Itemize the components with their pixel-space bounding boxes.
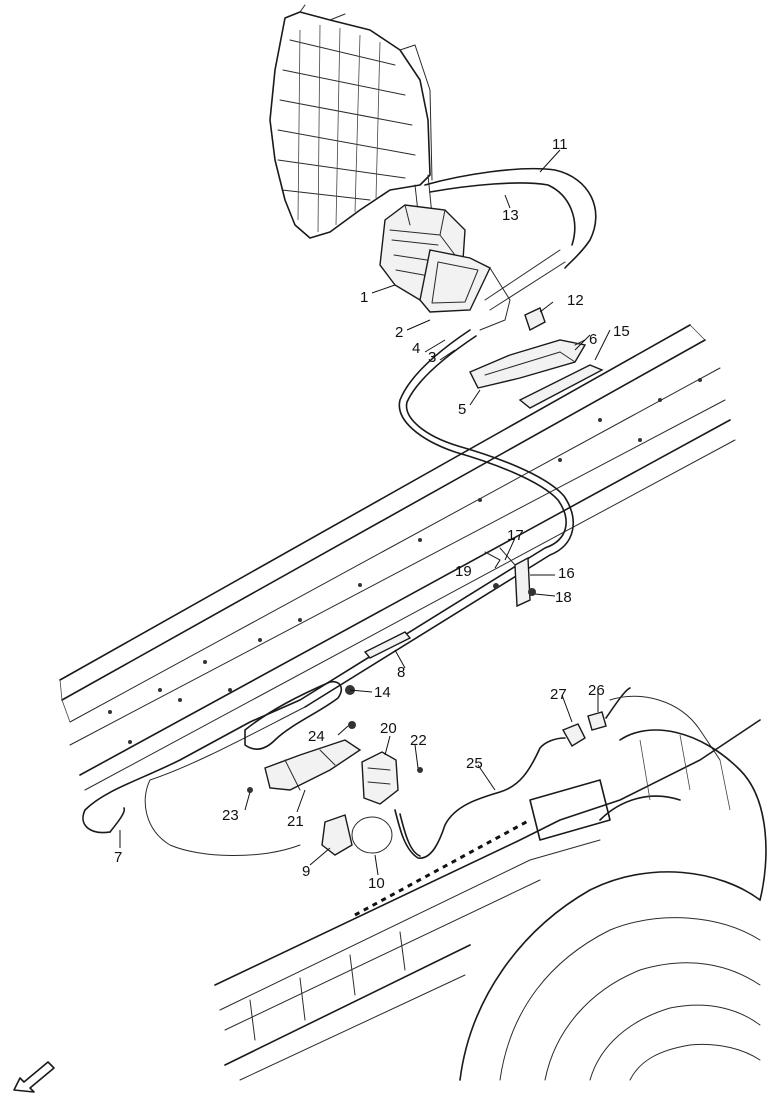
leader-lines: [119, 149, 611, 876]
callout-27: 27: [550, 686, 567, 703]
callout-20: 20: [380, 720, 397, 737]
arrow-down-left-icon: [13, 1061, 55, 1093]
callout-6: 6: [589, 331, 597, 348]
callout-12: 12: [567, 292, 584, 309]
callout-14: 14: [374, 684, 391, 701]
hidden-line: [354, 818, 531, 917]
callout-26: 26: [588, 682, 605, 699]
callout-22: 22: [410, 732, 427, 749]
callout-1: 1: [360, 289, 368, 306]
callout-25: 25: [466, 755, 483, 772]
callout-8: 8: [397, 664, 405, 681]
callout-4: 4: [412, 340, 420, 357]
lower-body: [214, 695, 767, 1081]
callout-2: 2: [395, 324, 403, 341]
callout-3: 3: [428, 349, 436, 366]
clamp-assembly: [484, 547, 536, 608]
evap-assembly: [244, 680, 423, 856]
vent-hoses: [424, 167, 597, 311]
frame-rivets: [108, 378, 702, 744]
callout-11: 11: [552, 136, 568, 153]
callout-7: 7: [114, 849, 122, 866]
fuel-filler-housing: [379, 204, 511, 331]
callout-5: 5: [458, 401, 466, 418]
callout-17: 17: [507, 527, 524, 544]
line-25: [394, 687, 631, 859]
callouts: 1 2 3 4 5 6 7 8 9 10 11 12 13 14 15 16 1…: [114, 136, 630, 892]
callout-18: 18: [555, 589, 572, 606]
callout-21: 21: [287, 813, 304, 830]
frame-rails: [59, 324, 736, 791]
callout-9: 9: [302, 863, 310, 880]
callout-10: 10: [368, 875, 385, 892]
callout-15: 15: [613, 323, 630, 340]
callout-23: 23: [222, 807, 239, 824]
cab-panel: [269, 4, 433, 239]
filler-brackets: [469, 307, 604, 409]
callout-24: 24: [308, 728, 325, 745]
callout-16: 16: [558, 565, 575, 582]
callout-19: 19: [455, 563, 472, 580]
callout-13: 13: [502, 207, 519, 224]
fuel-lines: [82, 329, 574, 856]
